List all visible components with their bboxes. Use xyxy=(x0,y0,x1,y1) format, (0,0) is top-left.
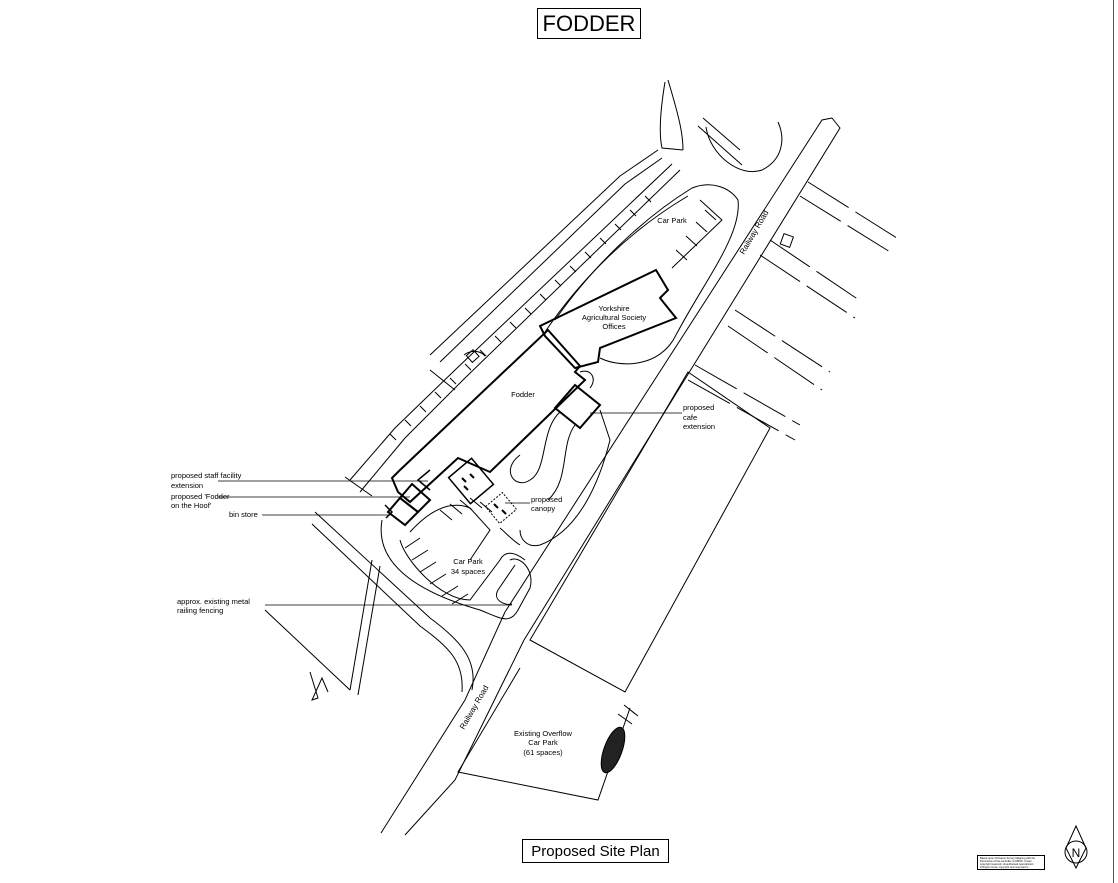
fodder-on-hoof xyxy=(386,496,420,527)
railway-road-east xyxy=(380,117,841,836)
fodder-building xyxy=(390,328,587,504)
cafe-entrance-arc xyxy=(579,370,594,389)
label-offices-line1: Yorkshire xyxy=(599,304,630,313)
annot-staff-facility-line2: extension xyxy=(171,481,203,490)
annot-fodder-on-hoof-line2: on the Hoof' xyxy=(171,501,212,510)
kiosk-marker xyxy=(465,348,480,364)
south-access-road xyxy=(264,511,474,701)
landscaping xyxy=(499,409,611,547)
drawing-frame-edge xyxy=(1113,0,1114,883)
north-car-park xyxy=(544,184,739,365)
label-fodder: Fodder xyxy=(511,390,535,399)
drawing-title: FODDER xyxy=(537,8,641,39)
label-overflow-line1: Existing Overflow xyxy=(514,729,573,738)
label-offices-line2: Agricultural Society xyxy=(582,313,646,322)
cafe-extension xyxy=(553,383,602,430)
label-overflow-line3: (61 spaces) xyxy=(523,748,563,757)
overflow-car-park xyxy=(457,667,639,801)
annot-canopy-line2: canopy xyxy=(531,504,555,513)
label-car-park-south-line2: 34 spaces xyxy=(451,567,485,576)
south-car-park xyxy=(380,497,532,620)
copyright-note-text: Based upon Ordnance Survey Mapping with … xyxy=(980,857,1036,869)
annot-railing-line2: railing fencing xyxy=(177,606,223,615)
label-overflow-line2: Car Park xyxy=(528,738,558,747)
north-arrow-letter: N xyxy=(1072,846,1081,860)
field-marker xyxy=(779,232,795,248)
annot-canopy-line1: proposed xyxy=(531,495,562,504)
label-car-park-north: Car Park xyxy=(657,216,687,225)
annot-railing-line1: approx. existing metal xyxy=(177,597,250,606)
eastern-plot xyxy=(529,371,771,693)
tree-group xyxy=(600,726,626,774)
roundabout-north xyxy=(697,117,783,172)
label-offices-line3: Offices xyxy=(602,322,625,331)
annotation-leaders xyxy=(218,412,682,606)
annot-bin-store: bin store xyxy=(229,510,258,519)
northwest-boundary xyxy=(344,79,684,497)
offices-building xyxy=(538,268,678,370)
canopy-seating xyxy=(461,473,507,515)
bin-store xyxy=(384,504,394,519)
annot-cafe-line2: cafe xyxy=(683,413,697,422)
eastern-field-strips xyxy=(687,181,901,441)
drawing-caption-text: Proposed Site Plan xyxy=(531,842,660,860)
north-arrow-icon: N xyxy=(1064,824,1088,870)
label-car-park-south-line1: Car Park xyxy=(453,557,483,566)
annot-cafe-line3: extension xyxy=(683,422,715,431)
canopy xyxy=(484,491,518,525)
label-railway-road-south: Railway Road xyxy=(458,684,490,731)
copyright-note: Based upon Ordnance Survey Mapping with … xyxy=(977,855,1045,870)
fodder-entrance xyxy=(416,469,431,491)
annot-cafe-line1: proposed xyxy=(683,403,714,412)
drawing-caption: Proposed Site Plan xyxy=(522,839,669,863)
annot-fodder-on-hoof-line1: proposed 'Fodder xyxy=(171,492,230,501)
annot-staff-facility-line1: proposed staff facility xyxy=(171,471,242,480)
courtyard xyxy=(447,457,495,505)
drawing-title-text: FODDER xyxy=(542,10,636,36)
